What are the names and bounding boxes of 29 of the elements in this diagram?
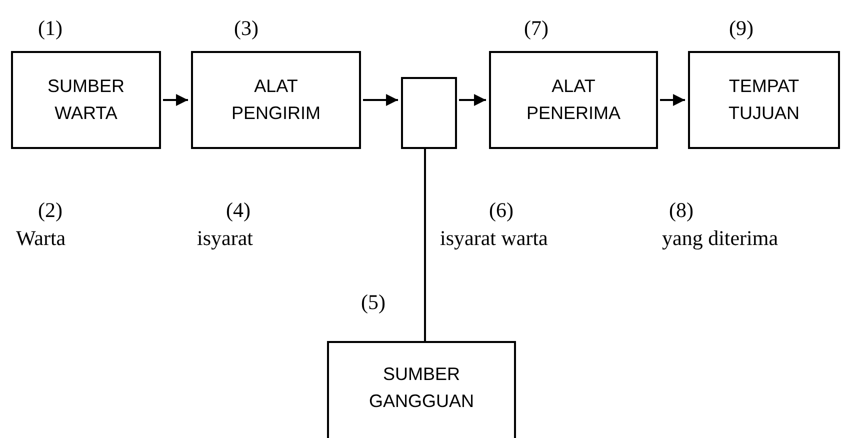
callout-number: (6): [489, 198, 514, 223]
callout-number: (8): [669, 198, 694, 223]
arrow: [660, 94, 685, 106]
signal-label: isyarat warta: [440, 226, 548, 251]
callout-number: (4): [226, 198, 250, 223]
callout-number: (5): [361, 290, 386, 315]
process-box: [688, 51, 840, 149]
box-label: ALAT PENERIMA: [525, 75, 622, 125]
arrow: [459, 94, 486, 106]
box-label: SUMBER GANGGUAN: [368, 363, 475, 413]
callout-number: (9): [729, 16, 754, 41]
empty-box: [401, 77, 457, 149]
arrow: [363, 94, 398, 106]
callout-number: (1): [38, 16, 62, 41]
signal-label: yang diterima: [662, 226, 778, 251]
process-box: [191, 51, 361, 149]
arrow: [163, 94, 188, 106]
process-box: [489, 51, 658, 149]
signal-label: Warta: [16, 226, 66, 251]
connector-line: [424, 149, 426, 341]
box-label: ALAT PENGIRIM: [230, 75, 322, 125]
box-label: TEMPAT TUJUAN: [728, 75, 800, 125]
process-box: [327, 341, 516, 438]
signal-label: isyarat: [197, 226, 253, 251]
callout-number: (7): [524, 16, 548, 41]
callout-number: (3): [234, 16, 258, 41]
callout-number: (2): [38, 198, 62, 223]
process-box: [11, 51, 161, 149]
box-label: SUMBER WARTA: [46, 75, 126, 125]
